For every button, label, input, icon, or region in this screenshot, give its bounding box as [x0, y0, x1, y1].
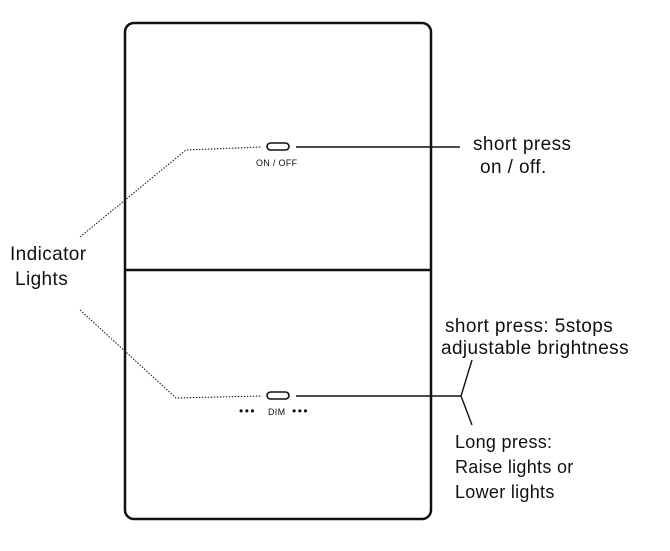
indicator-lights-label-line1: Indicator [10, 244, 87, 265]
leader-indicator-bottom [79, 309, 263, 399]
dim-long-callout-line3: Lower lights [455, 482, 555, 502]
dim-dots-right: ••• [292, 404, 310, 418]
leader-dim-bracket [460, 359, 473, 426]
dim-long-callout-line1: Long press: [455, 432, 553, 452]
onoff-callout-line1: short press [473, 134, 572, 155]
indicator-lights-label-line2: Lights [15, 269, 69, 290]
leader-indicator-top [79, 146, 263, 238]
dim-long-callout-line2: Raise lights or [455, 457, 574, 477]
dim-short-callout-line2: adjustable brightness [441, 338, 629, 359]
dim-short-callout-line1: short press: 5stops [445, 316, 614, 337]
dim-switch-label: DIM [268, 407, 286, 417]
onoff-switch-label: ON / OFF [256, 158, 298, 168]
indicator-led-bottom [266, 391, 290, 400]
onoff-callout-line2: on / off. [480, 157, 547, 178]
indicator-led-top [266, 142, 290, 151]
dim-dots-left: ••• [239, 404, 257, 418]
